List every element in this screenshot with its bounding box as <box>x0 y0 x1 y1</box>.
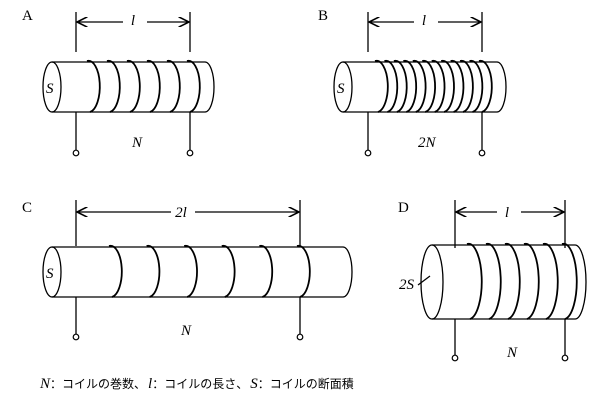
legend: N：コイルの巻数、l：コイルの長さ、S：コイルの断面積 <box>39 376 354 392</box>
coil-c-length-label: 2l <box>175 205 187 221</box>
coil-b-area-label: S <box>337 81 345 97</box>
coil-b-winding <box>431 59 446 113</box>
coil-b-length-label: l <box>422 13 426 29</box>
coil-b-winding <box>393 59 408 113</box>
coil-d-area-label: 2S <box>399 277 415 293</box>
coil-c-winding <box>221 244 236 298</box>
coil-a-winding <box>106 59 121 113</box>
coil-c-winding <box>183 244 198 298</box>
coil-d-length-label: l <box>505 205 509 221</box>
coil-a-body <box>52 61 215 113</box>
coil-b-winding <box>412 59 427 113</box>
coil-c-terminal <box>296 333 304 341</box>
coil-a-length-label: l <box>131 13 135 29</box>
coil-b-winding <box>422 59 436 113</box>
coil-a-winding <box>146 59 161 113</box>
coil-d-area-leader <box>417 275 431 286</box>
coil-c-area-label: S <box>46 266 54 282</box>
legend-s-symbol: S <box>250 376 258 392</box>
coil-a-label: A <box>22 8 33 24</box>
coil-c-winding <box>259 244 274 298</box>
coil-d-winding <box>504 242 521 320</box>
coil-b-label: B <box>318 8 328 24</box>
coil-b-winding <box>384 59 399 113</box>
legend-n-text: ：コイルの巻数、 <box>50 376 146 391</box>
coil-d-label: D <box>398 200 409 216</box>
coil-d-winding <box>466 242 483 320</box>
coil-b-turns-label: 2N <box>418 135 437 151</box>
coil-b-winding <box>374 59 389 113</box>
coil-b-winding <box>478 59 493 113</box>
coil-c-body <box>52 246 353 298</box>
coil-d-terminal <box>561 354 569 362</box>
legend-l-symbol: l <box>148 376 152 392</box>
coil-d-winding <box>561 242 578 320</box>
legend-s-text: ：コイルの断面積 <box>258 376 354 391</box>
coil-a-terminal <box>186 149 194 157</box>
coil-c-winding <box>296 244 311 298</box>
coil-d-terminal <box>451 354 459 362</box>
legend-n-symbol: N <box>39 376 51 392</box>
coil-b-winding <box>459 59 474 113</box>
coil-d-turns-label: N <box>506 345 518 361</box>
coil-d-body <box>432 244 587 320</box>
coil-d-winding <box>523 242 540 320</box>
coil-a-winding <box>186 59 201 113</box>
coil-b-terminal <box>478 149 486 157</box>
legend-l-text: ：コイルの長さ、 <box>152 377 248 391</box>
coil-b-end-face <box>333 61 353 113</box>
coil-c-end-face <box>42 246 62 298</box>
coil-a-area-label: S <box>46 81 54 97</box>
coil-a-end-face <box>42 61 62 113</box>
coil-b-winding <box>403 59 418 113</box>
coil-d-winding <box>485 242 502 320</box>
coil-c-winding <box>108 244 123 298</box>
coil-b-body <box>343 61 507 113</box>
coil-c-terminal <box>72 333 80 341</box>
coil-b-winding <box>469 59 484 113</box>
coil-c-winding <box>146 244 161 298</box>
coil-a-winding <box>126 59 141 113</box>
coil-a-terminal <box>72 149 80 157</box>
coil-a-winding <box>86 59 101 113</box>
coil-c-turns-label: N <box>180 323 192 339</box>
coil-d-winding <box>542 242 559 320</box>
coil-a-winding <box>166 59 181 113</box>
coil-b-terminal <box>364 149 372 157</box>
coil-b-winding <box>440 59 455 113</box>
coil-b-winding <box>450 59 465 113</box>
coil-a-turns-label: N <box>131 135 143 151</box>
coil-c-label: C <box>22 200 32 216</box>
coil-c: C 2lS N <box>22 200 353 341</box>
coil-d-end-face <box>420 244 444 320</box>
